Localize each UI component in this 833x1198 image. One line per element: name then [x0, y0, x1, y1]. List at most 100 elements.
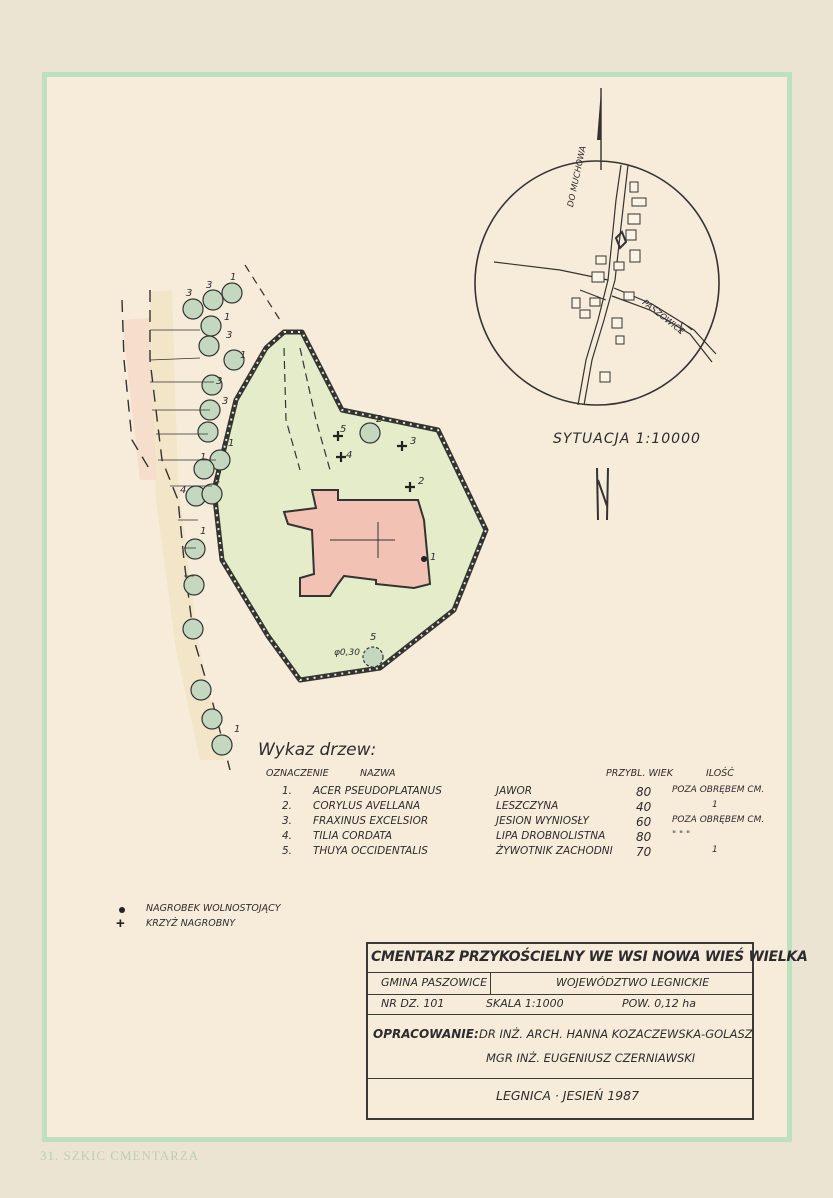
inset-circle — [474, 160, 720, 406]
tree-marker-number: 3 — [222, 396, 229, 407]
tree-list-approx-age: 60 — [636, 815, 652, 829]
gmina: GMINA PASZOWICE — [381, 976, 488, 989]
tree-list-number: 3. — [282, 815, 293, 827]
drawing-number: NR DZ. 101 — [381, 997, 445, 1010]
tree-symbol — [211, 734, 233, 756]
inset-buildings — [571, 181, 647, 383]
tree-list-latin-name: THUYA OCCIDENTALIS — [313, 845, 428, 857]
tree-list-count: POZA OBRĘBEM CM. — [672, 815, 765, 825]
tree-list-count: POZA OBRĘBEM CM. — [672, 785, 765, 795]
tree-list-approx-age: 40 — [636, 800, 652, 814]
north-arrow-icon — [596, 467, 609, 521]
tree-marker-number: 1 — [200, 526, 207, 537]
tree-list-count: " " " — [672, 830, 691, 840]
legend-label: KRZYŻ NAGROBNY — [146, 918, 236, 929]
legend-label: NAGROBEK WOLNOSTOJĄCY — [146, 903, 281, 914]
tree-marker-number: 1 — [234, 724, 241, 735]
tree-marker-number: 5 — [340, 424, 347, 435]
tree-list-heading: Wykaz drzew: — [258, 740, 377, 760]
tree-symbol — [221, 282, 243, 304]
tree-symbol — [200, 315, 222, 337]
tree-marker-number: 3 — [410, 436, 417, 447]
tree-symbol — [193, 458, 215, 480]
tree-marker-number: 1 — [240, 350, 247, 361]
author: MGR INŻ. EUGENIUSZ CZERNIAWSKI — [486, 1051, 696, 1065]
wojewodztwo: WOJEWÓDZTWO LEGNICKIE — [556, 976, 710, 989]
tree-marker-number: 4 — [346, 450, 353, 461]
title-block — [366, 942, 754, 1120]
tree-marker-number: 4 — [214, 476, 221, 487]
tree-thuja — [362, 646, 384, 668]
north-label: N — [596, 464, 597, 465]
tree-marker-number: 5 — [370, 632, 377, 643]
tree-list-latin-name: ACER PSEUDOPLATANUS — [313, 785, 442, 797]
legend-dot-icon — [119, 907, 125, 913]
tree-symbol — [223, 349, 245, 371]
road-edge-west — [121, 299, 151, 471]
tree-marker-number: 3 — [216, 376, 223, 387]
tree-list-number: 4. — [282, 830, 293, 842]
tree-marker-number: 1 — [430, 552, 437, 563]
tree-symbol — [182, 618, 204, 640]
tree-list-latin-name: FRAXINUS EXCELSIOR — [313, 815, 429, 827]
tree-list-common-name: LIPA DROBNOLISTNA — [496, 830, 606, 842]
tree-symbol — [201, 483, 223, 505]
tree-list-latin-name: CORYLUS AVELLANA — [313, 800, 421, 812]
author: DR INŻ. ARCH. HANNA KOZACZEWSKA-GOLASZ — [479, 1027, 753, 1041]
page-caption: 31. SZKIC CMENTARZA — [40, 1148, 200, 1163]
tree-symbol — [197, 421, 219, 443]
area: POW. 0,12 ha — [622, 997, 696, 1010]
tree-marker-number: 1 — [200, 452, 207, 463]
tree-symbol — [190, 679, 212, 701]
church-outline — [282, 489, 432, 597]
map-title: CMENTARZ PRZYKOŚCIELNY WE WSI NOWA WIEŚ … — [371, 949, 808, 965]
col-header: PRZYBL. WIEK — [606, 768, 673, 779]
tree-symbol — [183, 574, 205, 596]
tree-list-approx-age: 80 — [636, 830, 652, 844]
tree-symbol — [198, 335, 220, 357]
tree-list-latin-name: TILIA CORDATA — [313, 830, 393, 842]
tree-marker-number: 3 — [206, 280, 213, 291]
trunk-diameter: φ0,30 — [334, 648, 360, 658]
tree-list-approx-age: 80 — [636, 785, 652, 799]
prepared-label: OPRACOWANIE: — [373, 1027, 479, 1041]
col-header: NAZWA — [360, 768, 396, 779]
tree-list-number: 1. — [282, 785, 293, 797]
tree-list-count: 1 — [712, 845, 718, 855]
tree-marker-number: 4 — [180, 485, 187, 496]
legend-cross-icon: + — [116, 915, 125, 932]
road-band — [150, 290, 224, 760]
inset-arrow — [679, 321, 693, 335]
tree-marker-number: 1 — [224, 312, 231, 323]
tree-list-common-name: JAWOR — [496, 785, 533, 797]
tree-marker-number: 2 — [418, 476, 425, 487]
path-line — [244, 264, 281, 321]
tree-symbol — [201, 374, 223, 396]
tree-list-number: 2. — [282, 800, 293, 812]
inset-title: SYTUACJA 1:10000 — [553, 431, 701, 447]
tree-list-count: 1 — [712, 800, 718, 810]
tree-marker-number: 3 — [226, 330, 233, 341]
tree-hazel — [359, 422, 381, 444]
col-header: ILOŚĆ — [706, 768, 734, 779]
tree-row — [182, 282, 245, 756]
grave-crosses — [333, 431, 415, 492]
inset-cemetery — [614, 230, 628, 250]
north-half-arrow — [597, 90, 601, 140]
entrance-path-w — [283, 347, 301, 471]
tree-marker-number: 1 — [228, 438, 235, 449]
tree-symbol — [184, 538, 206, 560]
tree-symbol — [202, 289, 224, 311]
scale: SKALA 1:1000 — [486, 997, 564, 1010]
tree-list-common-name: ŻYWOTNIK ZACHODNI — [496, 845, 613, 857]
tree-list-number: 5. — [282, 845, 293, 857]
standing-tombstone — [421, 556, 427, 562]
road-band-red — [122, 318, 156, 480]
tree-list-common-name: LESZCZYNA — [496, 800, 559, 812]
entrance-path-e — [299, 347, 331, 471]
col-header: OZNACZENIE — [266, 768, 329, 779]
tree-marker-number: 2 — [376, 414, 383, 425]
tree-marker-number: 3 — [186, 288, 193, 299]
tree-marker-number: 1 — [230, 272, 237, 283]
